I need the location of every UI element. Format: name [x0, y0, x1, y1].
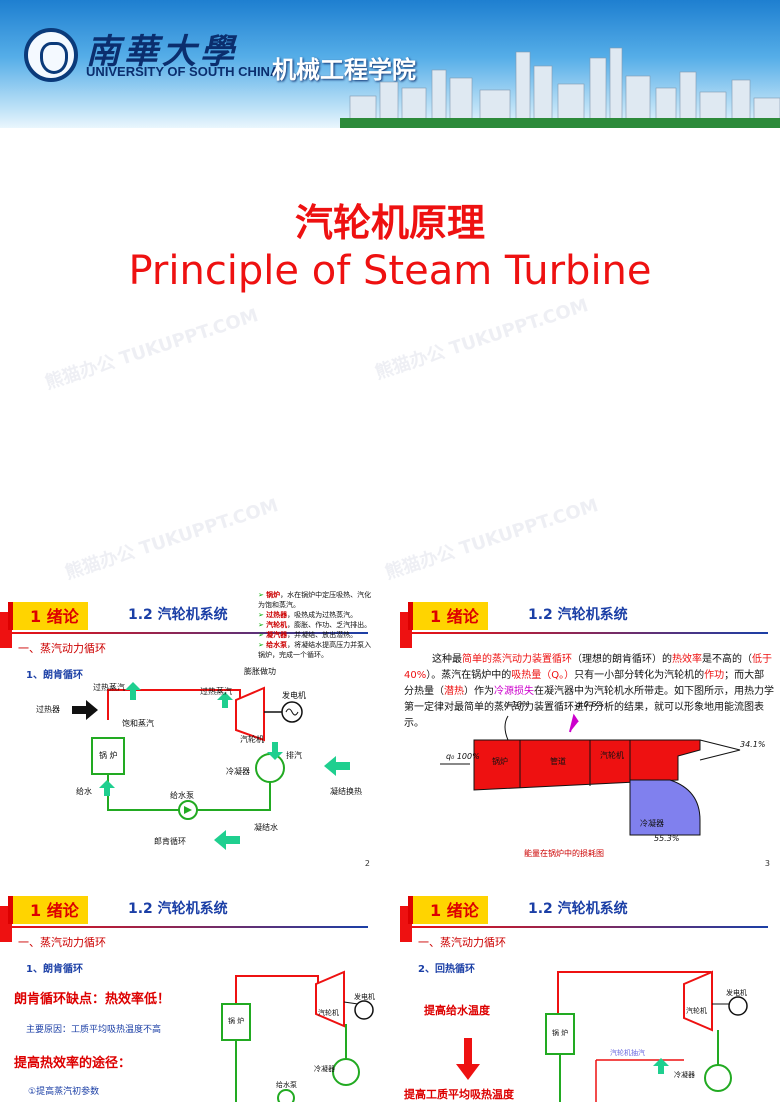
label-generator: 发电机	[282, 691, 306, 700]
topic-label: 1.2 汽轮机系统	[128, 901, 228, 917]
header-divider	[8, 632, 368, 634]
raise-average-temp: 提高工质平均吸热温度	[404, 1088, 514, 1101]
rankine-diagram-small	[221, 970, 374, 1102]
header-divider	[408, 632, 768, 634]
label-flow-boiler: 锅炉	[492, 757, 508, 766]
section-title: 一、蒸汽动力循环	[18, 642, 106, 655]
component-notes: ➢ 锅炉，水在锅炉中定压吸热、汽化为饱和蒸汽。 ➢ 过热器，吸热成为过热蒸汽。 …	[258, 590, 376, 660]
figure-caption: 能量在锅炉中的损耗图	[524, 849, 604, 858]
label-expansion-work: 膨胀做功	[244, 667, 276, 676]
header-divider	[8, 926, 368, 928]
label-exhaust: 排汽	[286, 751, 302, 760]
label-flow-turbine: 汽轮机	[600, 751, 624, 760]
header-banner: 南華大學 UNIVERSITY OF SOUTH CHINA 机械工程学院	[0, 0, 780, 128]
chapter-label: 1 绪论	[430, 607, 479, 626]
label-work-output: 34.1%	[740, 740, 766, 749]
label-turbine-extraction: 汽轮机抽汽	[610, 1049, 645, 1057]
slide-energy-flow: 1 绪论 1.2 汽轮机系统 这种最简单的蒸汽动力装置循环（理想的朗肯循环）的热…	[400, 590, 778, 874]
chapter-label: 1 绪论	[430, 901, 479, 920]
slide-rankine-cycle: 1 绪论 1.2 汽轮机系统 一、蒸汽动力循环 1、朗肯循环 ➢ 锅炉，水在锅炉…	[0, 590, 378, 874]
intro-paragraph: 这种最简单的蒸汽动力装置循环（理想的朗肯循环）的热效率是不高的（低于40%）。蒸…	[404, 654, 774, 729]
chapter-badge	[8, 602, 88, 630]
label-boiler: 锅 炉	[228, 1017, 245, 1025]
slide-rankine-drawback: 1 绪论 1.2 汽轮机系统 一、蒸汽动力循环 1、朗肯循环 朗肯循环缺点：热效…	[0, 884, 378, 1102]
label-condenser: 冷凝器	[226, 767, 250, 776]
cover-title-cn: 汽轮机原理	[294, 201, 485, 245]
header-divider	[408, 926, 768, 928]
section-title: 一、蒸汽动力循环	[418, 936, 506, 949]
label-boiler-loss: q 10%	[504, 700, 530, 709]
label-generator: 发电机	[354, 993, 375, 1001]
university-name-cn: 南華大學	[86, 32, 238, 72]
improvement-heading: 提高热效率的途径：	[14, 1056, 132, 1071]
label-feed-pump: 给水泵	[276, 1081, 297, 1089]
chapter-label: 1 绪论	[30, 607, 79, 626]
college-name: 机械工程学院	[272, 56, 416, 84]
label-boiler: 锅 炉	[99, 751, 118, 760]
label-generator: 发电机	[726, 989, 747, 997]
label-condensation-heat: 凝结换热	[330, 787, 362, 796]
university-name-en: UNIVERSITY OF SOUTH CHINA	[86, 64, 280, 79]
topic-label: 1.2 汽轮机系统	[528, 607, 628, 623]
label-boiler: 锅 炉	[552, 1029, 569, 1037]
label-condenser: 冷凝器	[674, 1071, 695, 1079]
label-condenser: 冷凝器	[314, 1065, 335, 1073]
subsection-title: 1、朗肯循环	[26, 964, 83, 975]
chapter-badge	[408, 896, 488, 924]
watermark: 熊猫办公 TUKUPPT.COM	[62, 495, 281, 584]
topic-label: 1.2 汽轮机系统	[528, 901, 628, 917]
chapter-badge	[8, 896, 88, 924]
main-reason: 主要原因：工质平均吸热温度不高	[26, 1025, 162, 1035]
topic-label: 1.2 汽轮机系统	[128, 607, 228, 623]
label-cycle-name: 郎肯循环	[154, 837, 186, 846]
label-saturated-steam: 饱和蒸汽	[122, 719, 154, 728]
chapter-badge	[408, 602, 488, 630]
label-superheated-steam: 过热蒸汽	[93, 683, 125, 692]
drawback-headline: 朗肯循环缺点：热效率低！	[14, 992, 171, 1007]
note-item: ➢ 凝汽器，并凝结、放出潜热。	[258, 631, 358, 639]
regenerative-diagram	[456, 970, 748, 1102]
label-pipe-loss: q 0.6%	[576, 700, 604, 709]
improvement-item: ①提高蒸汽初参数	[28, 1087, 100, 1097]
subsection-title: 2、回热循环	[418, 964, 475, 975]
watermark: 熊猫办公 TUKUPPT.COM	[372, 295, 591, 384]
label-feed: 给水	[76, 787, 92, 796]
cover-title-en: Principle of Steam Turbine	[128, 248, 652, 294]
label-turbine: 汽轮机	[686, 1007, 707, 1015]
label-input-energy: q₀ 100%	[446, 752, 480, 761]
note-item: ➢ 过热器，吸热成为过热蒸汽。	[258, 611, 358, 619]
label-cold-loss: 55.3%	[654, 834, 680, 843]
note-item: ➢ 锅炉，水在锅炉中定压吸热、汽化为饱和蒸汽。	[258, 591, 372, 609]
note-item: ➢ 汽轮机，膨胀、作功、乏汽排出。	[258, 621, 372, 629]
note-item: ➢ 给水泵，将凝结水提高压力并泵入锅炉，完成一个循环。	[258, 641, 372, 659]
label-feed-pump: 给水泵	[170, 791, 194, 800]
subsection-title: 1、朗肯循环	[26, 670, 83, 681]
label-superheater: 过热器	[36, 705, 60, 714]
label-flow-condenser: 冷凝器	[640, 819, 664, 828]
watermark: 熊猫办公 TUKUPPT.COM	[382, 495, 601, 584]
city-skyline-image	[340, 47, 780, 128]
page-number: 3	[764, 859, 770, 868]
label-turbine: 汽轮机	[318, 1009, 339, 1017]
raise-feedwater-temp: 提高给水温度	[424, 1004, 490, 1017]
rankine-diagram	[72, 682, 350, 850]
chapter-label: 1 绪论	[30, 901, 79, 920]
energy-flow-diagram	[440, 713, 741, 836]
section-title: 一、蒸汽动力循环	[18, 936, 106, 949]
label-turbine: 汽轮机	[240, 735, 264, 744]
label-superheated-steam-2: 过热蒸汽	[200, 687, 232, 696]
watermark: 熊猫办公 TUKUPPT.COM	[42, 305, 261, 394]
university-logo	[24, 28, 78, 82]
slide-regenerative-cycle: 1 绪论 1.2 汽轮机系统 一、蒸汽动力循环 2、回热循环 提高给水温度 提高…	[400, 884, 778, 1102]
label-flow-pipe: 管道	[550, 757, 566, 766]
label-condensate: 凝结水	[254, 823, 278, 832]
page-number: 2	[364, 859, 370, 868]
